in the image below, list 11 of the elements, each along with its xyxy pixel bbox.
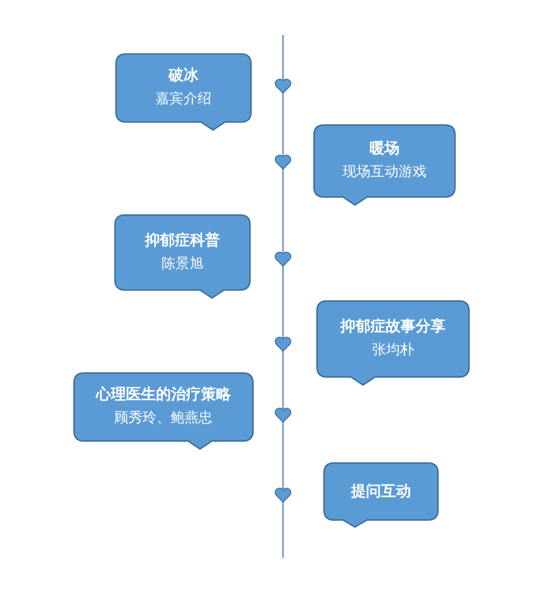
step-detail: 张均朴 (371, 341, 415, 359)
step-title: 破冰 (167, 66, 200, 85)
step-title: 暖场 (368, 139, 400, 158)
step-title: 抑郁症故事分享 (339, 317, 446, 336)
step-detail: 现场互动游戏 (342, 163, 428, 181)
step-detail: 嘉宾介绍 (154, 90, 212, 108)
step-title: 抑郁症科普 (144, 230, 221, 250)
step-title: 提问互动 (350, 482, 412, 500)
step-title: 心理医生的治疗策略 (94, 385, 232, 404)
step-detail: 顾秀玲、鲍燕忠 (114, 409, 214, 427)
step-detail: 陈景旭 (160, 254, 204, 272)
